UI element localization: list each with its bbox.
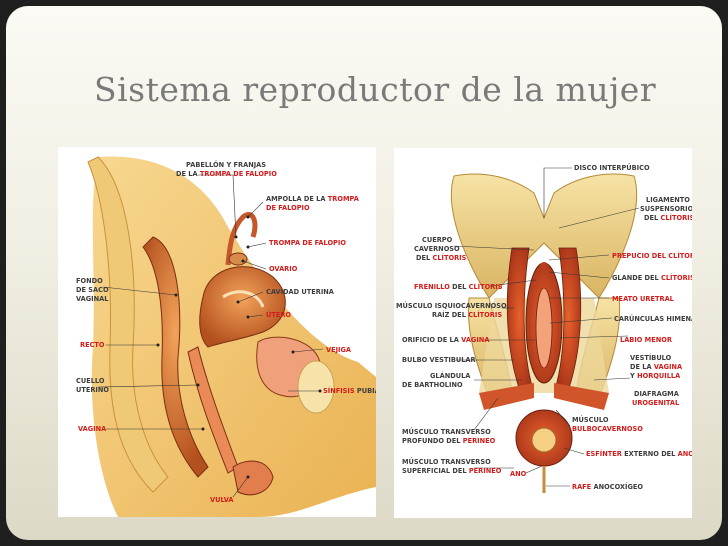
label-rafe: RAFE ANOCOXÍGEO (572, 482, 643, 491)
perineum-illustration: DISCO INTERPÚBICO LIGAMENTO SUSPENSORIO … (396, 163, 692, 493)
label-ano: ANO (510, 470, 527, 478)
label-fondo-line1: FONDO (76, 277, 103, 285)
label-fondo-line3: VAGINAL (76, 295, 109, 303)
label-diafragma-line1: DIAFRAGMA (634, 390, 680, 398)
label-orificio: ORIFICIO DE LA VAGINA (402, 336, 490, 344)
label-sinfisis: SÍNFISIS PUBIANA (323, 386, 376, 395)
label-frenillo: FRENILLO DEL CLÍTORIS (414, 282, 503, 291)
label-vejiga: VEJIGA (326, 346, 352, 354)
label-recto: RECTO (80, 341, 105, 349)
label-cuerpo-line2: CAVERNOSO (414, 245, 460, 253)
label-pabellon-line2: DE LA TROMPA DE FALOPIO (176, 170, 277, 178)
label-meato: MEATO URETRAL (612, 295, 675, 303)
label-glandula-line1: GLÁNDULA (430, 371, 471, 380)
label-ligamento-line1: LIGAMENTO (646, 196, 690, 204)
label-pabellon-line1: PABELLÓN Y FRANJAS (186, 160, 266, 169)
slide: Sistema reproductor de la mujer (6, 6, 722, 540)
label-ampolla-line1: AMPOLLA DE LA TROMPA (266, 195, 360, 203)
label-musculo-isq-line2: RAÍZ DEL CLÍTORIS (432, 310, 502, 319)
label-musculo-bulbo-line2: BULBOCAVERNOSO (572, 425, 643, 433)
label-transverso-prof-line1: MÚSCULO TRANSVERSO (402, 427, 491, 436)
label-vagina: VAGINA (78, 425, 107, 433)
label-vestibulo-line3: Y HORQUILLA (629, 372, 681, 380)
label-transverso-sup-line1: MÚSCULO TRANSVERSO (402, 457, 491, 466)
label-musculo-bulbo-line1: MÚSCULO (572, 415, 609, 424)
label-labio-menor: LABIO MENOR (620, 336, 672, 344)
label-diafragma-line2: UROGENITAL (632, 399, 680, 407)
label-vestibulo-line1: VESTÍBULO (630, 353, 672, 362)
label-ligamento-line3: DEL CLÍTORIS (644, 213, 692, 222)
label-bulbo: BULBO VESTIBULAR (402, 356, 476, 364)
label-vestibulo-line2: DE LA VAGINA (630, 363, 683, 371)
label-utero: ÚTERO (266, 310, 291, 319)
label-cuello-line1: CUELLO (76, 377, 105, 385)
perineum-figure[interactable]: DISCO INTERPÚBICO LIGAMENTO SUSPENSORIO … (394, 148, 692, 518)
sagittal-section-figure[interactable]: PABELLÓN Y FRANJAS DE LA TROMPA DE FALOP… (58, 147, 376, 517)
label-ligamento-line2: SUSPENSORIO (640, 205, 692, 213)
label-vulva: VULVA (210, 496, 234, 504)
label-cavidad: CAVIDAD UTERINA (266, 288, 335, 296)
label-glande: GLANDE DEL CLÍTORIS (612, 273, 692, 282)
label-cuerpo-line1: CUERPO (422, 236, 453, 244)
label-esfinter: ESFÍNTER EXTERNO DEL ANO (586, 449, 692, 458)
label-ampolla-line2: DE FALOPIO (266, 204, 310, 212)
label-prepucio: PREPUCIO DEL CLÍTORIS (612, 251, 692, 260)
sagittal-illustration: PABELLÓN Y FRANJAS DE LA TROMPA DE FALOP… (76, 156, 376, 517)
label-carunculas: CARÚNCULAS HIMENALES (614, 314, 692, 323)
label-ovario: OVARIO (269, 265, 298, 273)
label-fondo-line2: DE SACO (76, 286, 109, 294)
label-musculo-isq-line1: MÚSCULO ISQUIOCAVERNOSO, (396, 301, 509, 310)
slide-title[interactable]: Sistema reproductor de la mujer (94, 70, 657, 109)
label-cuerpo-line3: DEL CLÍTORIS (416, 253, 467, 262)
label-transverso-prof-line2: PROFUNDO DEL PERINEO (402, 437, 496, 445)
label-disco: DISCO INTERPÚBICO (574, 163, 650, 172)
label-trompa: TROMPA DE FALOPIO (269, 239, 346, 247)
label-cuello-line2: UTERINO (76, 386, 109, 394)
label-glandula-line2: DE BARTHOLINO (402, 381, 463, 389)
label-transverso-sup-line2: SUPERFICIAL DEL PERINEO (402, 467, 502, 475)
